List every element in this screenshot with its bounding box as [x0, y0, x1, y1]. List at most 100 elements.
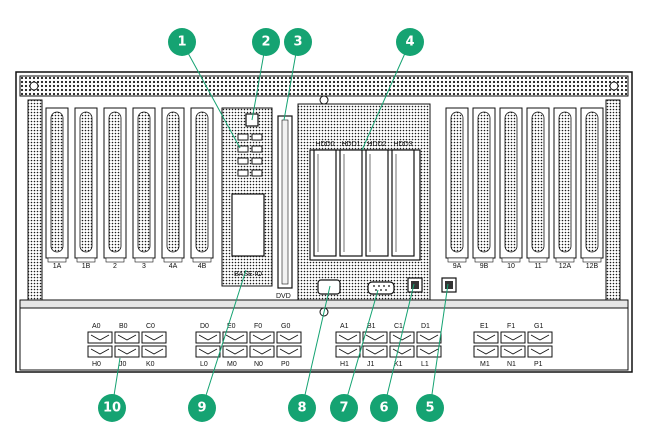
callout-number: 5 — [425, 401, 434, 416]
leader-line — [361, 41, 411, 151]
pcie-slot-9a: 9A — [445, 107, 469, 270]
leader-line — [201, 269, 247, 409]
dvd-bay: DVD — [276, 115, 293, 300]
io-port[interactable] — [87, 331, 113, 344]
io-port[interactable] — [389, 345, 415, 358]
slot-label: 4A — [169, 263, 178, 270]
pcie-slot-1b: 1B — [74, 107, 98, 270]
port-label: H0 — [92, 361, 101, 368]
io-port[interactable] — [195, 331, 221, 344]
port-label: F1 — [507, 323, 515, 330]
io-port[interactable] — [87, 345, 113, 358]
slot-label: 3 — [142, 263, 146, 270]
hdd-cage: HDD0 HDD1 HDD2 HDD3 — [297, 103, 431, 301]
hdd-label: HDD1 — [341, 141, 360, 148]
io-port[interactable] — [527, 331, 553, 344]
pcie-slot-3: 3 — [132, 107, 156, 270]
callout-1: 1 — [168, 28, 196, 56]
io-port[interactable] — [276, 345, 302, 358]
callout-6: 6 — [370, 394, 398, 422]
callout-number: 4 — [405, 35, 414, 50]
slot-label: 12B — [586, 263, 599, 270]
io-port[interactable] — [335, 345, 361, 358]
io-port[interactable] — [473, 345, 499, 358]
callout-9: 9 — [188, 394, 216, 422]
pcie-slot-12b: 12B — [580, 107, 604, 270]
callout-number: 6 — [379, 401, 388, 416]
io-port[interactable] — [249, 345, 275, 358]
io-port[interactable] — [500, 331, 526, 344]
port-label: L0 — [200, 361, 208, 368]
slot-label: 2 — [113, 263, 117, 270]
hdd-bay-2[interactable]: HDD2 — [365, 141, 389, 257]
io-port[interactable] — [114, 345, 140, 358]
io-port[interactable] — [362, 345, 388, 358]
io-port[interactable] — [335, 331, 361, 344]
leader-line — [383, 283, 415, 409]
io-port[interactable] — [114, 331, 140, 344]
callout-2: 2 — [252, 28, 280, 56]
callout-3: 3 — [284, 28, 312, 56]
serial-port[interactable] — [367, 281, 395, 295]
pcie-slot-4a: 4A — [161, 107, 185, 270]
io-port[interactable] — [362, 331, 388, 344]
hdd-bay-0[interactable]: HDD0 — [313, 141, 337, 257]
pcie-slot-11: 11 — [526, 107, 550, 270]
vga-port[interactable] — [317, 279, 341, 295]
io-port[interactable] — [416, 331, 442, 344]
pcie-slot-9b: 9B — [472, 107, 496, 270]
port-label: F0 — [254, 323, 262, 330]
callout-7: 7 — [330, 394, 358, 422]
io-port[interactable] — [141, 345, 167, 358]
slot-label: 9A — [453, 263, 462, 270]
callout-leader-lines — [111, 41, 449, 409]
port-label: A0 — [92, 323, 101, 330]
hdd-bay-1[interactable]: HDD1 — [339, 141, 363, 257]
pcie-slot-4b: 4B — [190, 107, 214, 270]
usb-ports[interactable] — [237, 133, 263, 177]
io-port[interactable] — [473, 331, 499, 344]
leader-line — [301, 285, 331, 409]
io-port[interactable] — [276, 331, 302, 344]
io-port[interactable] — [195, 345, 221, 358]
callout-number: 8 — [297, 401, 306, 416]
hdd-bay-3[interactable]: HDD3 — [391, 141, 415, 257]
io-port[interactable] — [249, 331, 275, 344]
port-label: C1 — [394, 323, 403, 330]
leader-line — [343, 289, 379, 409]
port-label: N1 — [507, 361, 516, 368]
dvd-label: DVD — [276, 293, 291, 300]
pcie-slot-10: 10 — [499, 107, 523, 270]
port-label: N0 — [254, 361, 263, 368]
port-label: J0 — [119, 361, 127, 368]
port-label: E1 — [480, 323, 489, 330]
port-label: D0 — [200, 323, 209, 330]
slot-label: 1B — [82, 263, 91, 270]
callout-number: 2 — [261, 35, 270, 50]
io-port-modules — [87, 331, 553, 358]
slot-label: 12A — [559, 263, 572, 270]
port-label: G1 — [534, 323, 543, 330]
io-port[interactable] — [527, 345, 553, 358]
pcie-slot-12a: 12A — [553, 107, 577, 270]
port-label: J1 — [367, 361, 375, 368]
network-port-1[interactable] — [407, 277, 423, 293]
port-label: P1 — [534, 361, 543, 368]
io-port[interactable] — [500, 345, 526, 358]
hdd-label: HDD2 — [367, 141, 386, 148]
io-port[interactable] — [141, 331, 167, 344]
io-port[interactable] — [222, 345, 248, 358]
slot-label: 10 — [507, 263, 515, 270]
io-port[interactable] — [416, 345, 442, 358]
port-label: K0 — [146, 361, 155, 368]
port-label: C0 — [146, 323, 155, 330]
slot-label: 11 — [534, 263, 541, 270]
port-label: D1 — [421, 323, 430, 330]
network-port-2[interactable] — [441, 277, 457, 293]
port-label: K1 — [394, 361, 403, 368]
io-port[interactable] — [222, 331, 248, 344]
pcie-slot-1a: 1A — [45, 107, 69, 270]
port-label: G0 — [281, 323, 290, 330]
